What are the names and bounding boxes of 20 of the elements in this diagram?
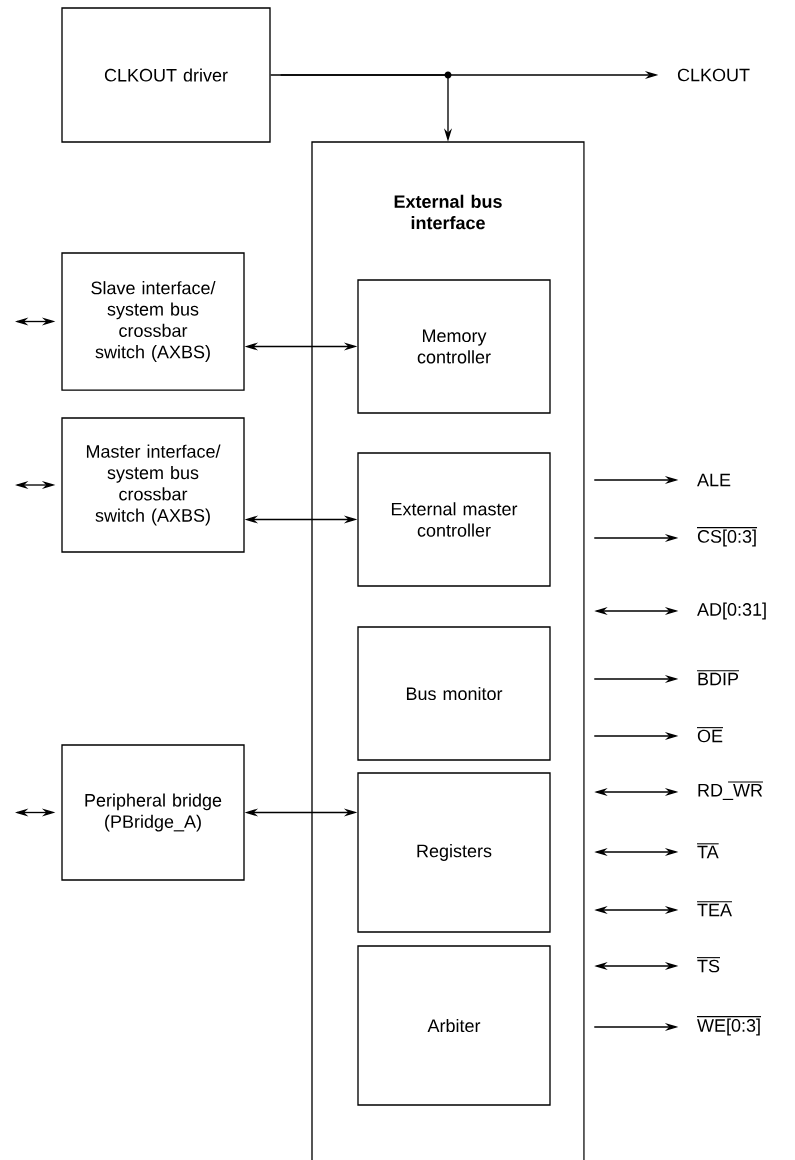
block-box: External master controller	[357, 452, 551, 587]
signal-label: BDIP	[696, 670, 740, 686]
signal-label: TA	[696, 843, 720, 859]
signal-label: TEA	[696, 901, 733, 917]
signal-label: AD[0:31]	[697, 602, 766, 620]
signal-label: CS[0:3]	[696, 527, 758, 547]
signal-label: OE	[696, 727, 724, 743]
block-box: Peripheral bridge (PBridge_A)	[61, 744, 245, 881]
signal-label: RD_WR	[698, 781, 764, 800]
signal-label: TS	[696, 957, 721, 973]
block-box: Slave interface/ system bus crossbar switch (AXBS)	[61, 252, 245, 391]
block-box: Registers	[357, 772, 551, 933]
block-box: Master interface/ system bus crossbar switch (AXBS)	[61, 417, 245, 553]
block-box: Memory controller	[357, 279, 551, 414]
signal-label: WE[0:3]	[696, 1016, 762, 1036]
signal-label: ALE	[697, 473, 731, 487]
block-box: Bus monitor	[357, 626, 551, 761]
block-box: Arbiter	[357, 945, 551, 1106]
signal-label: CLKOUT	[677, 68, 750, 82]
block-box: CLKOUT driver	[61, 7, 271, 143]
